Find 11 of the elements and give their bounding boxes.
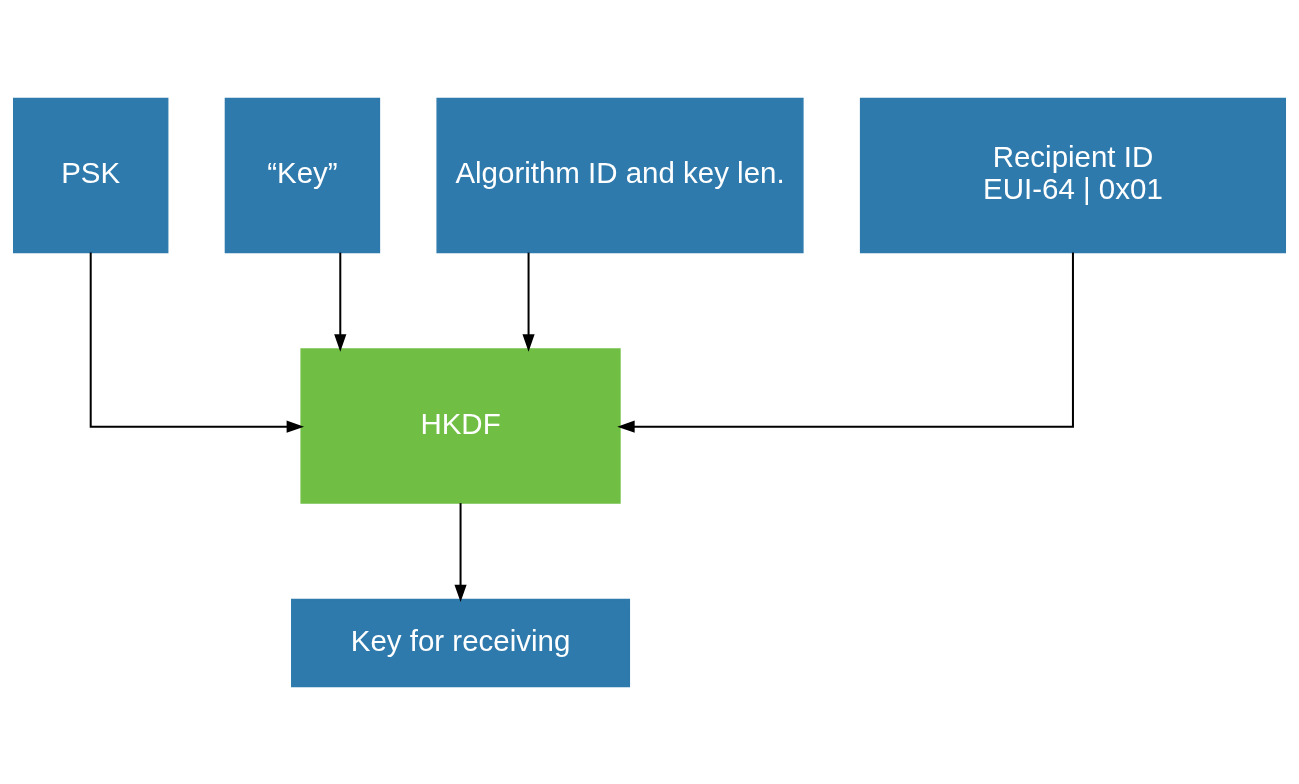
- arrow: [522, 252, 535, 352]
- arrow: [89, 252, 305, 433]
- arrow: [454, 502, 467, 602]
- arrow: [334, 252, 347, 352]
- node-box: “Key”: [224, 97, 381, 253]
- node-box: PSK: [13, 97, 169, 253]
- arrow: [617, 252, 1074, 433]
- node-box: Algorithm ID and key len.: [436, 97, 804, 253]
- node-box: HKDF: [300, 347, 621, 504]
- node-box: Recipient ID EUI-64 | 0x01: [859, 97, 1286, 253]
- node-box: Key for receiving: [291, 598, 631, 687]
